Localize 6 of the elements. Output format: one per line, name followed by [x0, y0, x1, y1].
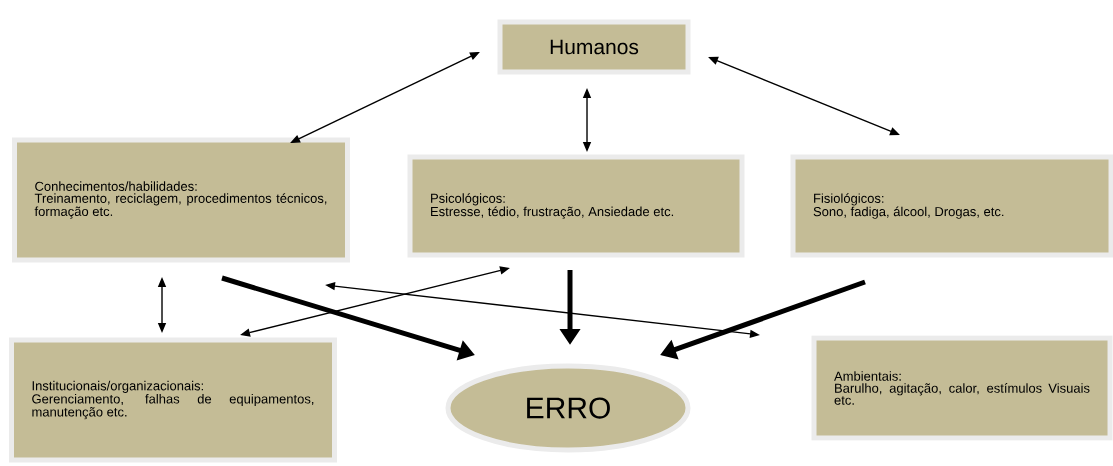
category-box: Institucionais/organizacionais: Gerenciamento, falhas de equipamentos, manutenção etc. — [9, 337, 337, 463]
category-box: Fisiológicos: Sono, fadiga, álcool, Drogas, etc. — [790, 154, 1113, 258]
category-box: Ambientais: Barulho, agitação, calor, estímulos Visuais etc. — [811, 335, 1113, 441]
category-box: Psicológicos: Estresse, tédio, frustração, Ansiedade etc. — [407, 154, 745, 258]
category-box: Humanos — [497, 19, 691, 75]
category-box: Conhecimentos/habilidades: Treinamento, reciclagem, procedimentos técnicos, formação etc. — [12, 137, 350, 263]
